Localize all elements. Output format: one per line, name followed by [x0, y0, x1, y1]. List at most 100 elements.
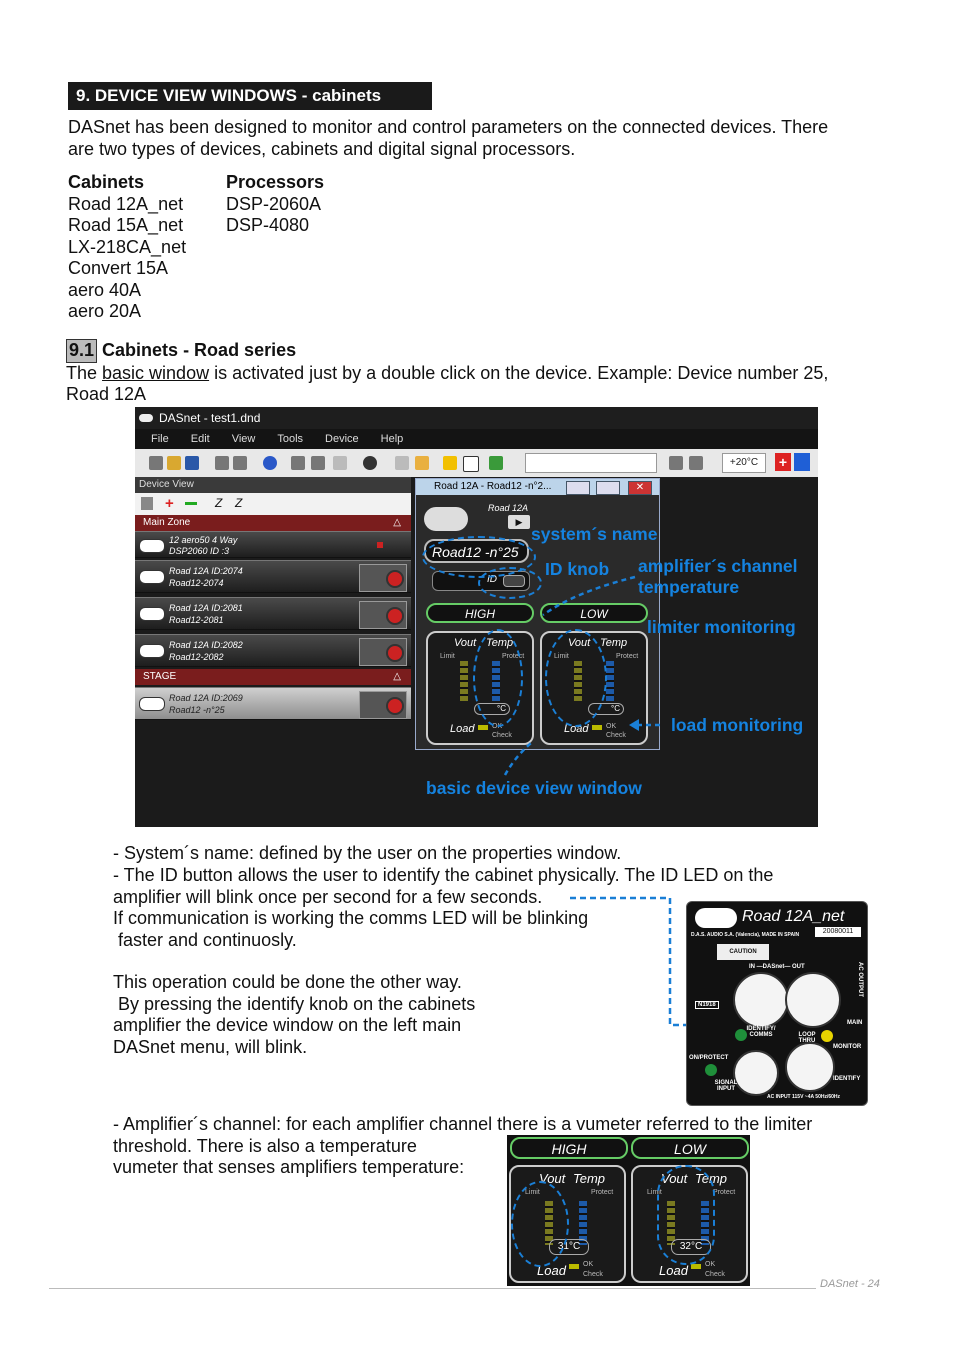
id-knob-highlight: [478, 567, 542, 599]
amp-made-in: D.A.S. AUDIO S.A. (Valencia), MADE IN SP…: [691, 932, 800, 938]
zone-label: STAGE: [143, 671, 177, 682]
minimize-icon[interactable]: [566, 481, 590, 495]
limiter-vumeter: [460, 661, 468, 701]
channel-button-low[interactable]: LOW: [540, 603, 648, 623]
check-label: Check: [492, 732, 512, 739]
identify-knob-icon[interactable]: [359, 638, 407, 666]
identify-knob-icon[interactable]: [359, 691, 407, 719]
meter-icon[interactable]: [669, 456, 683, 470]
play-icon[interactable]: ▶: [508, 515, 530, 529]
vumeter-detail: HIGH LOW Vout Temp Limit Protect 31°C Lo…: [507, 1135, 750, 1286]
text-line: vumeter that senses amplifiers temperatu…: [113, 1157, 465, 1177]
channel-button-high[interactable]: HIGH: [426, 603, 534, 623]
help-icon[interactable]: [263, 456, 277, 470]
loop-thru-label: LOOP THRU: [798, 1032, 816, 1044]
identify-knob-icon[interactable]: [359, 564, 407, 592]
device-name: 12 aero50 4 Way: [169, 535, 238, 545]
image-icon[interactable]: [489, 456, 503, 470]
print-icon[interactable]: [215, 456, 229, 470]
cabinet-item: aero 40A: [68, 279, 142, 300]
menu-tools[interactable]: Tools: [277, 433, 304, 445]
annotation-amp-temp-line1: amplifier´s channel: [638, 556, 798, 576]
save-icon[interactable]: [185, 456, 199, 470]
bullet-id-button: - The ID button allows the user to ident…: [113, 865, 893, 951]
network-icon[interactable]: [291, 456, 305, 470]
menu-device[interactable]: Device: [325, 433, 359, 445]
zone-header-stage[interactable]: STAGE △: [135, 669, 411, 685]
das-logo-icon: [139, 607, 165, 621]
channel-button-high[interactable]: HIGH: [510, 1137, 628, 1159]
amp-title: Road 12A_net: [742, 908, 845, 925]
processors-list: Processors DSP-2060A DSP-4080: [226, 172, 376, 237]
device-name: Road 12A ID:2074: [169, 566, 243, 576]
online-icon[interactable]: [443, 456, 457, 470]
device-row[interactable]: Road 12A ID:2082 Road12-2082: [135, 634, 411, 667]
identify-label[interactable]: IDENTIFY: [833, 1076, 861, 1082]
main-label: MAIN: [847, 1020, 863, 1026]
menu-file[interactable]: File: [151, 433, 169, 445]
new-file-icon[interactable]: [149, 456, 163, 470]
dasnet-in-out: IN —DASnet— OUT: [749, 964, 805, 970]
menu-help[interactable]: Help: [380, 433, 404, 445]
temp-label: Temp: [600, 637, 628, 649]
meter-2-icon[interactable]: [689, 456, 703, 470]
basic-window-link[interactable]: basic window: [102, 362, 210, 383]
properties-icon[interactable]: [141, 497, 153, 510]
subsection: 9.1 Cabinets - Road series The basic win…: [66, 339, 906, 406]
open-folder-icon[interactable]: [167, 456, 181, 470]
limit-highlight-low: [545, 629, 607, 727]
maximize-icon[interactable]: [596, 481, 620, 495]
menu-view[interactable]: View: [231, 433, 256, 445]
device-selector[interactable]: [525, 453, 657, 473]
annotation-system-name: system´s name: [531, 524, 658, 544]
protect-label: Protect: [591, 1189, 614, 1196]
link-icon[interactable]: [395, 456, 409, 470]
das-logo-icon: [139, 570, 165, 584]
close-icon[interactable]: ✕: [628, 481, 652, 495]
subsection-title: Cabinets - Road series: [102, 340, 297, 360]
remove-icon[interactable]: [794, 453, 810, 471]
collapse-icon[interactable]: △: [393, 671, 401, 682]
limiter-vumeter: [667, 1201, 675, 1245]
text-line: By pressing the identify knob on the cab…: [113, 993, 476, 1014]
das-logo-icon: [139, 414, 153, 422]
main-led-icon: [821, 1030, 833, 1042]
device-row[interactable]: 12 aero50 4 Way DSP2060 ID :3: [135, 531, 411, 558]
das-logo-icon: [695, 908, 737, 928]
annotation-amp-temp-line2: temperature: [638, 577, 740, 597]
das-logo-icon: [139, 644, 165, 658]
limit-highlight: [511, 1181, 569, 1267]
offline-icon[interactable]: [463, 456, 479, 472]
limit-label: Limit: [440, 653, 455, 660]
add-icon[interactable]: +: [775, 453, 791, 471]
device-row[interactable]: Road 12A ID:2081 Road12-2081: [135, 597, 411, 630]
identify-knob-icon[interactable]: [359, 601, 407, 629]
group-icon[interactable]: [415, 456, 429, 470]
ok-label: OK: [583, 1261, 594, 1268]
intro-line-1: DASnet has been designed to monitor and …: [68, 117, 829, 137]
remove-zone-icon[interactable]: [185, 502, 197, 505]
arrow-basic-window: [503, 742, 532, 776]
device-id: Road12-2082: [169, 652, 224, 662]
preview-icon[interactable]: [233, 456, 247, 470]
das-logo-icon: [139, 539, 165, 553]
signal-icon[interactable]: [333, 456, 347, 470]
amp-connector-arrow: [570, 896, 700, 1031]
limit-label: Limit: [647, 1189, 662, 1196]
device-list-icon[interactable]: [311, 456, 325, 470]
record-icon[interactable]: [363, 456, 377, 470]
add-zone-icon[interactable]: +: [165, 495, 174, 512]
zone-header-main[interactable]: Main Zone△: [135, 515, 411, 531]
sort-up-icon[interactable]: Z: [215, 496, 223, 510]
collapse-icon[interactable]: △: [393, 517, 401, 528]
ok-label: OK: [606, 723, 617, 730]
channel-button-low[interactable]: LOW: [631, 1137, 749, 1159]
menu-edit[interactable]: Edit: [190, 433, 210, 445]
text-line: DASnet menu, will blink.: [113, 1036, 308, 1057]
device-row-selected[interactable]: Road 12A ID:2069 Road12 -n°25: [135, 687, 411, 720]
sort-down-icon[interactable]: Z: [235, 496, 243, 510]
cabinet-item: Road 12A_net: [68, 193, 184, 214]
device-row[interactable]: Road 12A ID:2074 Road12-2074: [135, 560, 411, 593]
ac-input-label: AC INPUT 115V ~4A 50Hz/60Hz: [767, 1094, 841, 1100]
